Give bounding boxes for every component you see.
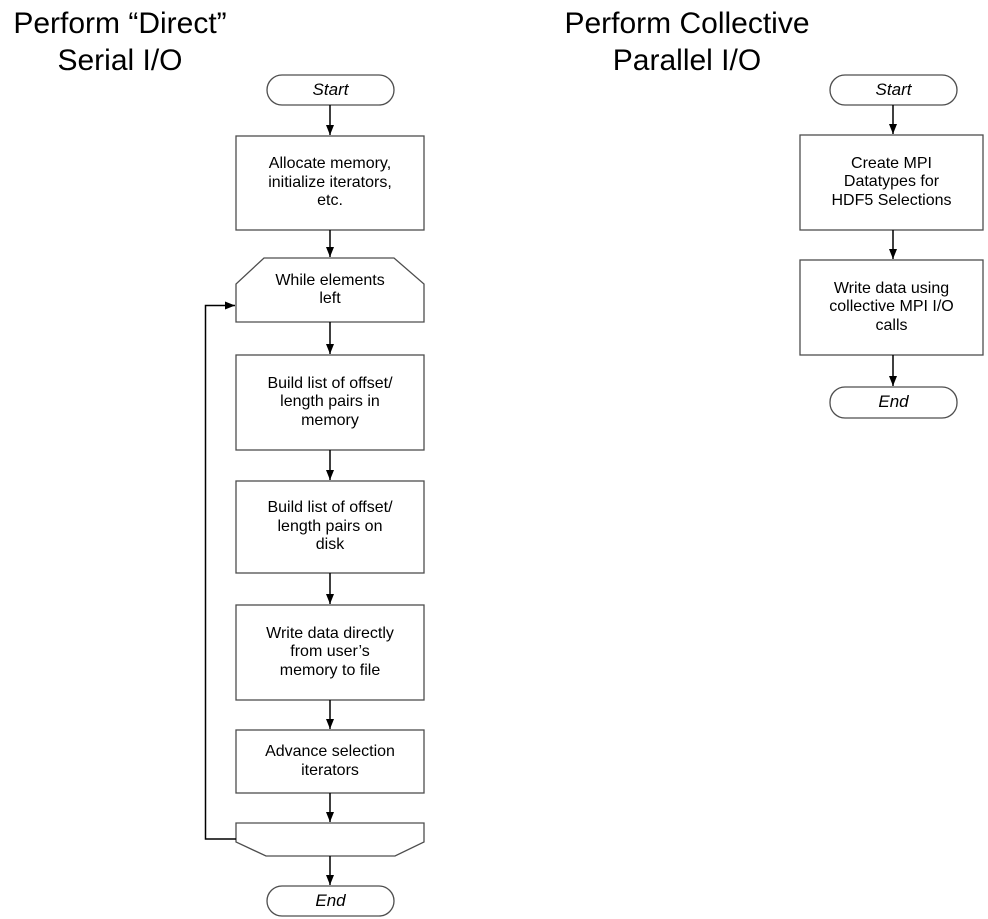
serial-build-disk-label: Build list of offset/ length pairs on di… — [267, 499, 393, 554]
serial-allocate-process-shape — [235, 135, 425, 231]
serial-start-label: Start — [312, 79, 349, 99]
serial-end-label: End — [315, 890, 346, 910]
parallel-end-label: End — [878, 392, 909, 412]
serial-end-terminator-shape — [266, 885, 395, 917]
parallel-chart-title: Perform Collective Parallel I/O — [564, 7, 810, 77]
serial-while-loop-limit-shape — [235, 257, 425, 323]
parallel-write-collective-process-shape — [799, 259, 984, 356]
parallel-end-terminator-shape — [829, 386, 958, 419]
serial-advance-label: Advance selection iterators — [265, 743, 395, 779]
serial-loop-end-shape — [235, 822, 425, 857]
serial-build-disk-process-shape — [235, 480, 425, 574]
serial-loopback-connector — [204, 301, 236, 840]
parallel-write-collective-label: Write data using collective MPI I/O call… — [829, 279, 954, 334]
parallel-create-datatypes-label: Create MPI Datatypes for HDF5 Selections — [831, 154, 952, 209]
serial-advance-process-shape — [235, 729, 425, 794]
serial-allocate-label: Allocate memory, initialize iterators, e… — [268, 155, 392, 210]
serial-build-memory-process-shape — [235, 354, 425, 451]
serial-write-direct-label: Write data directly from user’s memory t… — [266, 624, 394, 679]
parallel-create-datatypes-process-shape — [799, 134, 984, 231]
serial-chart-title: Perform “Direct” Serial I/O — [13, 7, 227, 77]
serial-while-loop-label: While elements left — [275, 271, 385, 308]
parallel-start-label: Start — [875, 79, 912, 99]
serial-build-memory-label: Build list of offset/ length pairs in me… — [267, 374, 393, 429]
